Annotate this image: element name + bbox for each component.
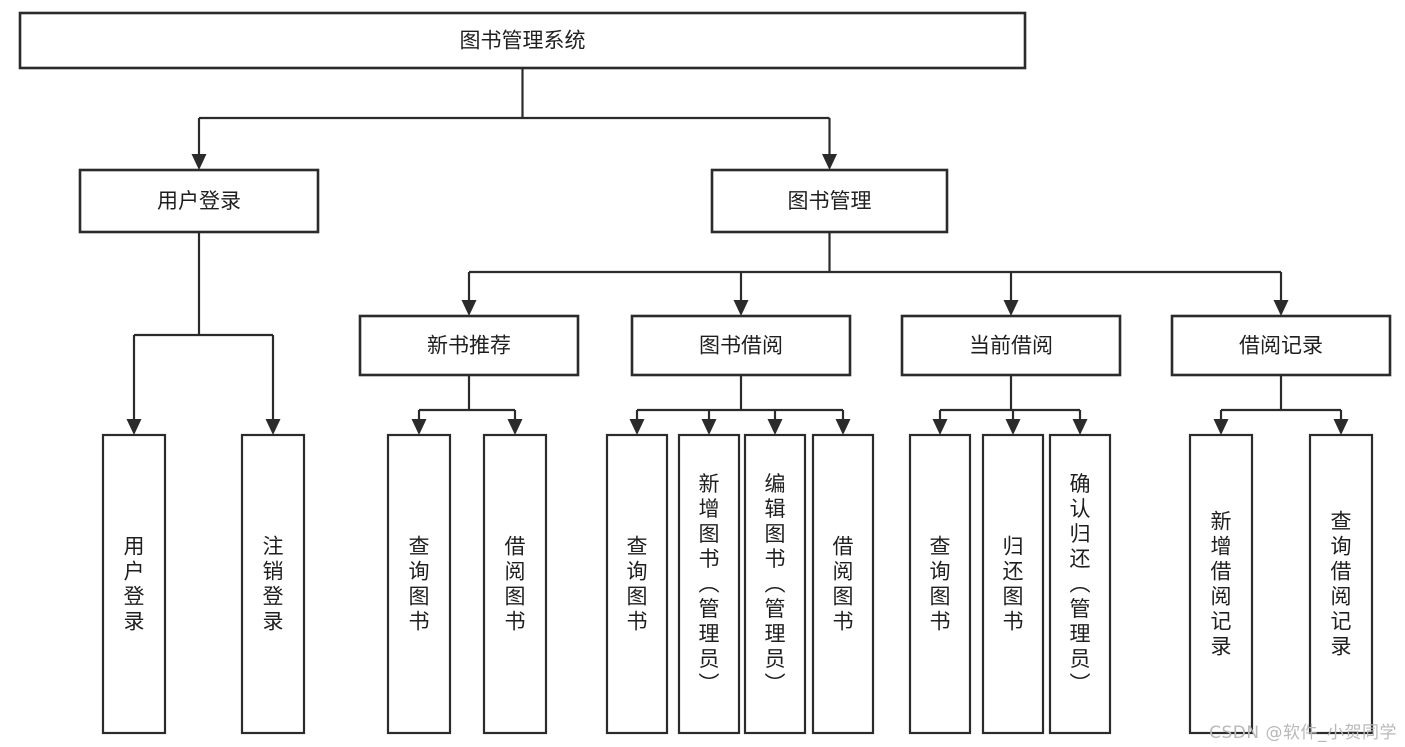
node-leaf-query-record[interactable]: 查询借阅记录 (1308, 433, 1374, 735)
node-label-leaf-query-book-borrow: 查询图书 (627, 535, 648, 634)
node-box-root (18, 11, 1027, 70)
node-leaf-borrow-book[interactable]: 借阅图书 (811, 433, 875, 735)
node-box-leaf-user-login (101, 433, 167, 735)
node-box-leaf-query-record (1308, 433, 1374, 735)
node-label-leaf-return-book: 归还图书 (1003, 535, 1024, 634)
node-borrow-record[interactable]: 借阅记录 (1170, 314, 1392, 377)
node-box-book-borrow (630, 314, 852, 377)
node-root[interactable]: 图书管理系统 (18, 11, 1027, 70)
borrow-record-branch-0-arrowhead (1213, 419, 1229, 435)
book-borrow-branch-0-arrowhead (629, 419, 645, 435)
node-leaf-add-record[interactable]: 新增借阅记录 (1188, 433, 1254, 735)
node-box-current-borrow (900, 314, 1122, 377)
root-branch-1-arrowhead (822, 154, 837, 170)
node-leaf-user-login[interactable]: 用户登录 (101, 433, 167, 735)
book-manage-branch-1-arrowhead (733, 300, 749, 316)
node-box-leaf-query-book-rec (386, 433, 452, 735)
node-leaf-add-book[interactable]: 新增图书︵管理员︶ (677, 433, 741, 735)
user-login-branch-0-arrowhead (126, 419, 142, 435)
node-label-root: 图书管理系统 (460, 29, 586, 53)
new-book-recommend-branch-1-arrowhead (507, 419, 523, 435)
book-borrow-branch-2-arrowhead (767, 419, 783, 435)
node-label-leaf-edit-book: 编辑图书︵管理员︶ (765, 472, 786, 696)
nodes-layer: 图书管理系统用户登录图书管理新书推荐图书借阅当前借阅借阅记录用户登录注销登录查询… (18, 11, 1392, 735)
node-box-new-book-recommend (358, 314, 580, 377)
current-borrow-branch-1-arrowhead (1005, 419, 1021, 435)
node-label-new-book-recommend: 新书推荐 (427, 334, 511, 358)
book-borrow-branch-3-arrowhead (835, 419, 851, 435)
node-label-leaf-add-book: 新增图书︵管理员︶ (699, 472, 720, 696)
current-borrow-branch-0-arrowhead (932, 419, 948, 435)
node-box-user-login (78, 168, 320, 234)
node-new-book-recommend[interactable]: 新书推荐 (358, 314, 580, 377)
node-label-leaf-confirm-return: 确认归还︵管理员︶ (1070, 472, 1091, 696)
node-box-borrow-record (1170, 314, 1392, 377)
node-label-leaf-add-record: 新增借阅记录 (1211, 510, 1232, 659)
node-label-current-borrow: 当前借阅 (969, 334, 1053, 358)
node-current-borrow[interactable]: 当前借阅 (900, 314, 1122, 377)
node-label-borrow-record: 借阅记录 (1239, 334, 1323, 358)
new-book-recommend-branch-0-arrowhead (411, 419, 427, 435)
node-leaf-query-book-borrow[interactable]: 查询图书 (605, 433, 669, 735)
node-box-book-manage (710, 168, 949, 234)
node-box-leaf-edit-book (743, 433, 807, 735)
node-label-leaf-query-book-cur: 查询图书 (930, 535, 951, 634)
node-box-leaf-add-record (1188, 433, 1254, 735)
connector-edges-layer (126, 68, 1349, 435)
node-leaf-return-book[interactable]: 归还图书 (981, 433, 1045, 735)
user-login-branch-1-arrowhead (265, 419, 281, 435)
node-box-leaf-confirm-return (1048, 433, 1112, 735)
node-box-leaf-query-book-borrow (605, 433, 669, 735)
node-label-book-manage: 图书管理 (788, 189, 872, 213)
node-leaf-query-book-cur[interactable]: 查询图书 (908, 433, 972, 735)
node-box-leaf-borrow-book-rec (482, 433, 548, 735)
node-leaf-borrow-book-rec[interactable]: 借阅图书 (482, 433, 548, 735)
csdn-watermark: CSDN @软件_小贺同学 (1209, 723, 1397, 743)
node-label-user-login: 用户登录 (157, 189, 241, 213)
node-leaf-logout[interactable]: 注销登录 (240, 433, 306, 735)
node-label-leaf-query-book-rec: 查询图书 (409, 535, 430, 634)
node-book-borrow[interactable]: 图书借阅 (630, 314, 852, 377)
book-manage-branch-3-arrowhead (1273, 300, 1289, 316)
node-leaf-edit-book[interactable]: 编辑图书︵管理员︶ (743, 433, 807, 735)
node-box-leaf-logout (240, 433, 306, 735)
book-manage-branch-0-arrowhead (461, 300, 477, 316)
node-label-leaf-query-record: 查询借阅记录 (1331, 510, 1352, 659)
node-label-leaf-user-login: 用户登录 (124, 535, 145, 634)
node-label-book-borrow: 图书借阅 (699, 334, 783, 358)
node-box-leaf-query-book-cur (908, 433, 972, 735)
node-user-login[interactable]: 用户登录 (78, 168, 320, 234)
book-borrow-branch-1-arrowhead (701, 419, 717, 435)
current-borrow-branch-2-arrowhead (1072, 419, 1088, 435)
node-label-leaf-borrow-book: 借阅图书 (833, 535, 854, 634)
borrow-record-branch-1-arrowhead (1333, 419, 1349, 435)
node-label-leaf-borrow-book-rec: 借阅图书 (505, 535, 526, 634)
node-book-manage[interactable]: 图书管理 (710, 168, 949, 234)
node-leaf-confirm-return[interactable]: 确认归还︵管理员︶ (1048, 433, 1112, 735)
book-manage-branch-2-arrowhead (1003, 300, 1019, 316)
node-box-leaf-borrow-book (811, 433, 875, 735)
node-label-leaf-logout: 注销登录 (263, 535, 284, 634)
node-box-leaf-return-book (981, 433, 1045, 735)
root-branch-0-arrowhead (191, 154, 207, 170)
node-leaf-query-book-rec[interactable]: 查询图书 (386, 433, 452, 735)
node-box-leaf-add-book (677, 433, 741, 735)
